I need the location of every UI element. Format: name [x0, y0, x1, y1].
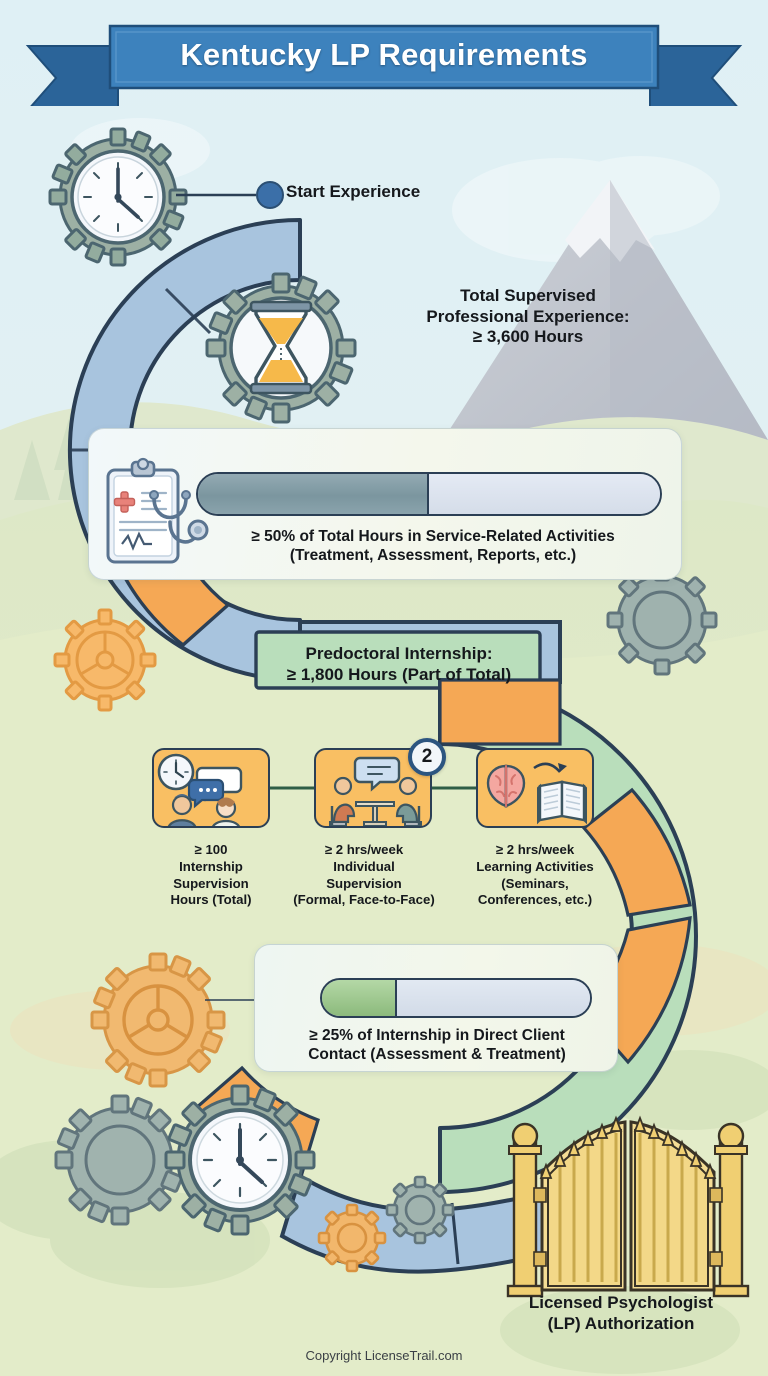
mini-caption-3: ≥ 2 hrs/week Learning Activities (Semina… [442, 842, 628, 909]
page-title: Kentucky LP Requirements [180, 37, 588, 72]
orange-gear-icon [53, 608, 157, 712]
clock-gear-icon [48, 127, 188, 267]
mini-1-line4: Hours (Total) [170, 892, 252, 908]
service-caption-line1: ≥ 50% of Total Hours in Service-Related … [251, 528, 615, 545]
gray-gear-icon [606, 564, 718, 676]
mini-card-supervision-hours[interactable] [152, 748, 270, 828]
mini-1-line3: Supervision [173, 875, 249, 891]
badge-two: 2 [408, 738, 446, 776]
total-experience-label: Total Supervised Professional Experience… [378, 286, 678, 348]
mini-2-line4: (Formal, Face-to-Face) [293, 892, 435, 908]
path-to-gate [279, 1172, 571, 1274]
hourglass-gear-icon [205, 272, 357, 424]
mini-1-line2: Internship [179, 858, 243, 874]
two-people-table-icon [329, 756, 422, 826]
mini-caption-2: ≥ 2 hrs/week Individual Supervision (For… [282, 842, 446, 909]
mini-2-line2: Individual [333, 858, 395, 874]
service-caption-line2: (Treatment, Assessment, Reports, etc.) [289, 547, 577, 565]
total-experience-line3: ≥ 3,600 Hours [472, 327, 584, 347]
gate-label: Licensed Psychologist (LP) Authorization [486, 1292, 756, 1335]
orange-gear-lower-icon [90, 952, 226, 1088]
clock-gear-bottom-icon [164, 1084, 316, 1236]
total-experience-line1: Total Supervised [460, 286, 596, 305]
mini-2-line3: Supervision [326, 875, 402, 891]
contact-progress-fill [322, 980, 398, 1016]
small-orange-gear-icon [317, 1203, 387, 1273]
mini-2-line1: ≥ 2 hrs/week [324, 842, 404, 857]
service-caption: ≥ 50% of Total Hours in Service-Related … [198, 527, 668, 566]
mini-3-line1: ≥ 2 hrs/week [495, 842, 575, 857]
contact-caption-line2: Contact (Assessment & Treatment) [308, 1046, 566, 1064]
predoctoral-line2: ≥ 1,800 Hours (Part of Total) [286, 664, 512, 684]
contact-progress-track [397, 980, 590, 1016]
gate-label-line2: (LP) Authorization [547, 1314, 695, 1334]
small-gray-gear-icon [385, 1175, 455, 1245]
total-experience-line2: Professional Experience: [426, 306, 630, 326]
predoctoral-line1: Predoctoral Internship: [305, 644, 493, 663]
banner-ribbon [25, 24, 743, 111]
predoctoral-internship-label: Predoctoral Internship: ≥ 1,800 Hours (P… [262, 644, 536, 685]
mini-3-line2: Learning Activities [476, 858, 594, 874]
title-banner: Kentucky LP Requirements [0, 24, 768, 111]
service-progress-fill [198, 474, 429, 514]
contact-caption: ≥ 25% of Internship in Direct Client Con… [272, 1026, 602, 1065]
contact-progress-bar [320, 978, 592, 1018]
copyright-text: Copyright LicenseTrail.com [305, 1348, 463, 1363]
contact-caption-line1: ≥ 25% of Internship in Direct Client [309, 1027, 565, 1044]
path-lower-segment [193, 678, 698, 1194]
mini-1-line1: ≥ 100 [194, 842, 228, 857]
mini-card-learning-activities[interactable] [476, 748, 594, 828]
clock-people-speech-icon [157, 753, 243, 826]
service-progress-track [429, 474, 660, 514]
start-dot [256, 181, 284, 209]
mini-3-line3: (Seminars, [501, 875, 569, 891]
brain-book-icon [486, 762, 587, 825]
mini-card-individual-supervision[interactable] [314, 748, 432, 828]
gate-icon [506, 1115, 750, 1298]
gray-gear-bottom-icon [54, 1094, 186, 1226]
gate-label-line1: Licensed Psychologist [528, 1293, 714, 1312]
mini-3-line4: Conferences, etc.) [477, 892, 593, 908]
start-experience-label: Start Experience [286, 182, 421, 201]
mini-caption-1: ≥ 100 Internship Supervision Hours (Tota… [136, 842, 286, 909]
service-progress-bar [196, 472, 662, 516]
